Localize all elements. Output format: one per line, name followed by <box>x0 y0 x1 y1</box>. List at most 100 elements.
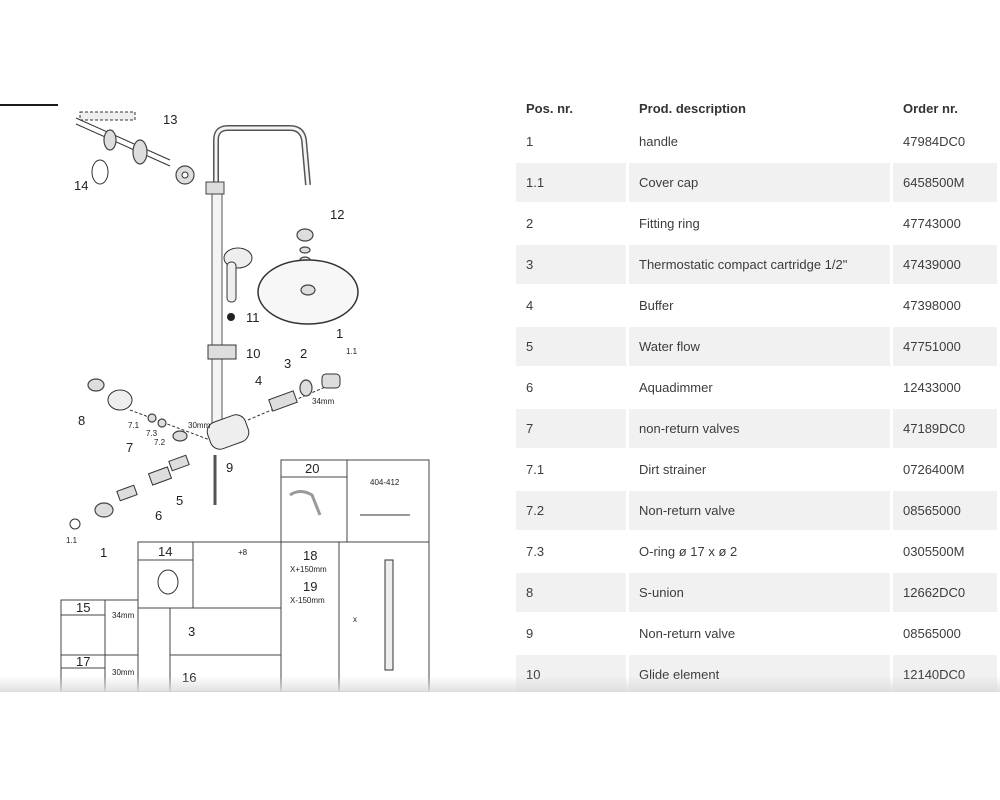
cell-desc: Aquadimmer <box>629 368 893 409</box>
callout-6: 6 <box>155 508 162 523</box>
callout-1-1: 1.1 <box>346 347 358 356</box>
cell-order: 47398000 <box>893 286 1000 327</box>
callout-7-3: 7.3 <box>146 429 158 438</box>
part-11 <box>227 313 235 321</box>
dim-30mm: 30mm <box>188 421 211 430</box>
cell-order: 47439000 <box>893 245 1000 286</box>
part-14-ring <box>91 159 109 185</box>
callout-7-2: 7.2 <box>154 438 166 447</box>
cell-pos: 7.1 <box>516 450 629 491</box>
cell-order: 08565000 <box>893 614 1000 655</box>
cell-order: 12433000 <box>893 368 1000 409</box>
exploded-parts-diagram: 13 14 12 11 10 1 1.1 2 3 4 34mm 9 <box>60 111 430 692</box>
thermostat-body <box>206 373 341 505</box>
callout-1-1b: 1.1 <box>66 536 78 545</box>
box-18-sub: X+150mm <box>290 565 327 574</box>
cell-order: 0726400M <box>893 450 1000 491</box>
part-20-arm <box>289 490 322 516</box>
header-pos: Pos. nr. <box>526 101 573 116</box>
box-18-label: 18 <box>303 548 317 563</box>
cell-desc: Buffer <box>629 286 893 327</box>
callout-14: 14 <box>74 178 88 193</box>
cell-desc: handle <box>629 122 893 163</box>
cell-order: 12662DC0 <box>893 573 1000 614</box>
cell-pos: 3 <box>516 245 629 286</box>
cell-pos: 7.2 <box>516 491 629 532</box>
box-19-sub: X-150mm <box>290 596 325 605</box>
cell-pos: 7 <box>516 409 629 450</box>
callout-4: 4 <box>255 373 262 388</box>
callout-10: 10 <box>246 346 260 361</box>
dim-x: x <box>353 615 357 624</box>
cell-desc: O-ring ø 17 x ø 2 <box>629 532 893 573</box>
cell-desc: Water flow <box>629 327 893 368</box>
cell-pos: 8 <box>516 573 629 614</box>
box-15-label: 15 <box>76 600 90 615</box>
callout-3: 3 <box>284 356 291 371</box>
cell-pos: 4 <box>516 286 629 327</box>
rain-shower-head <box>257 228 359 325</box>
callout-7: 7 <box>126 440 133 455</box>
accessory-grid <box>60 459 430 692</box>
cell-order: 47984DC0 <box>893 122 1000 163</box>
box-20-label: 20 <box>305 461 319 476</box>
callout-8: 8 <box>78 413 85 428</box>
left-connectors <box>69 378 211 530</box>
cell-pos: 1.1 <box>516 163 629 204</box>
callout-5: 5 <box>176 493 183 508</box>
cell-order: 0305500M <box>893 532 1000 573</box>
cell-desc: Cover cap <box>629 163 893 204</box>
cell-pos: 1 <box>516 122 629 163</box>
part-14-drawing <box>157 569 179 595</box>
cell-pos: 5 <box>516 327 629 368</box>
cell-desc: Non-return valve <box>629 614 893 655</box>
dim-30mm-b: 30mm <box>112 668 135 677</box>
top-divider <box>0 104 58 106</box>
rail-drawing <box>384 559 394 671</box>
part-13-flange <box>75 111 195 185</box>
cell-pos: 2 <box>516 204 629 245</box>
cell-desc: Thermostatic compact cartridge 1/2" <box>629 245 893 286</box>
part-10-glide <box>207 344 237 360</box>
cell-order: 47743000 <box>893 204 1000 245</box>
callout-12: 12 <box>330 207 344 222</box>
header-overlay <box>516 0 1000 104</box>
cell-pos: 9 <box>516 614 629 655</box>
cell-desc: Fitting ring <box>629 204 893 245</box>
callout-13: 13 <box>163 112 177 127</box>
header-order: Order nr. <box>903 101 958 116</box>
callout-11: 11 <box>246 310 260 325</box>
cell-desc: Dirt strainer <box>629 450 893 491</box>
hand-shower <box>223 247 253 303</box>
callout-1: 1 <box>336 326 343 341</box>
callout-1b: 1 <box>100 545 107 560</box>
bottom-fade <box>0 676 1000 692</box>
header-description: Prod. description <box>639 101 746 116</box>
callout-2: 2 <box>300 346 307 361</box>
cell-order: 6458500M <box>893 163 1000 204</box>
cell-order: 47751000 <box>893 327 1000 368</box>
cell-order: 08565000 <box>893 491 1000 532</box>
cell-pos: 6 <box>516 368 629 409</box>
box-3-label: 3 <box>188 624 195 639</box>
table-header-row: Pos. nr. Prod. description Order nr. <box>516 90 1000 122</box>
callout-7-1: 7.1 <box>128 421 140 430</box>
cell-pos: 7.3 <box>516 532 629 573</box>
dim-34mm: 34mm <box>312 397 335 406</box>
dim-plus-8: +8 <box>238 548 248 557</box>
